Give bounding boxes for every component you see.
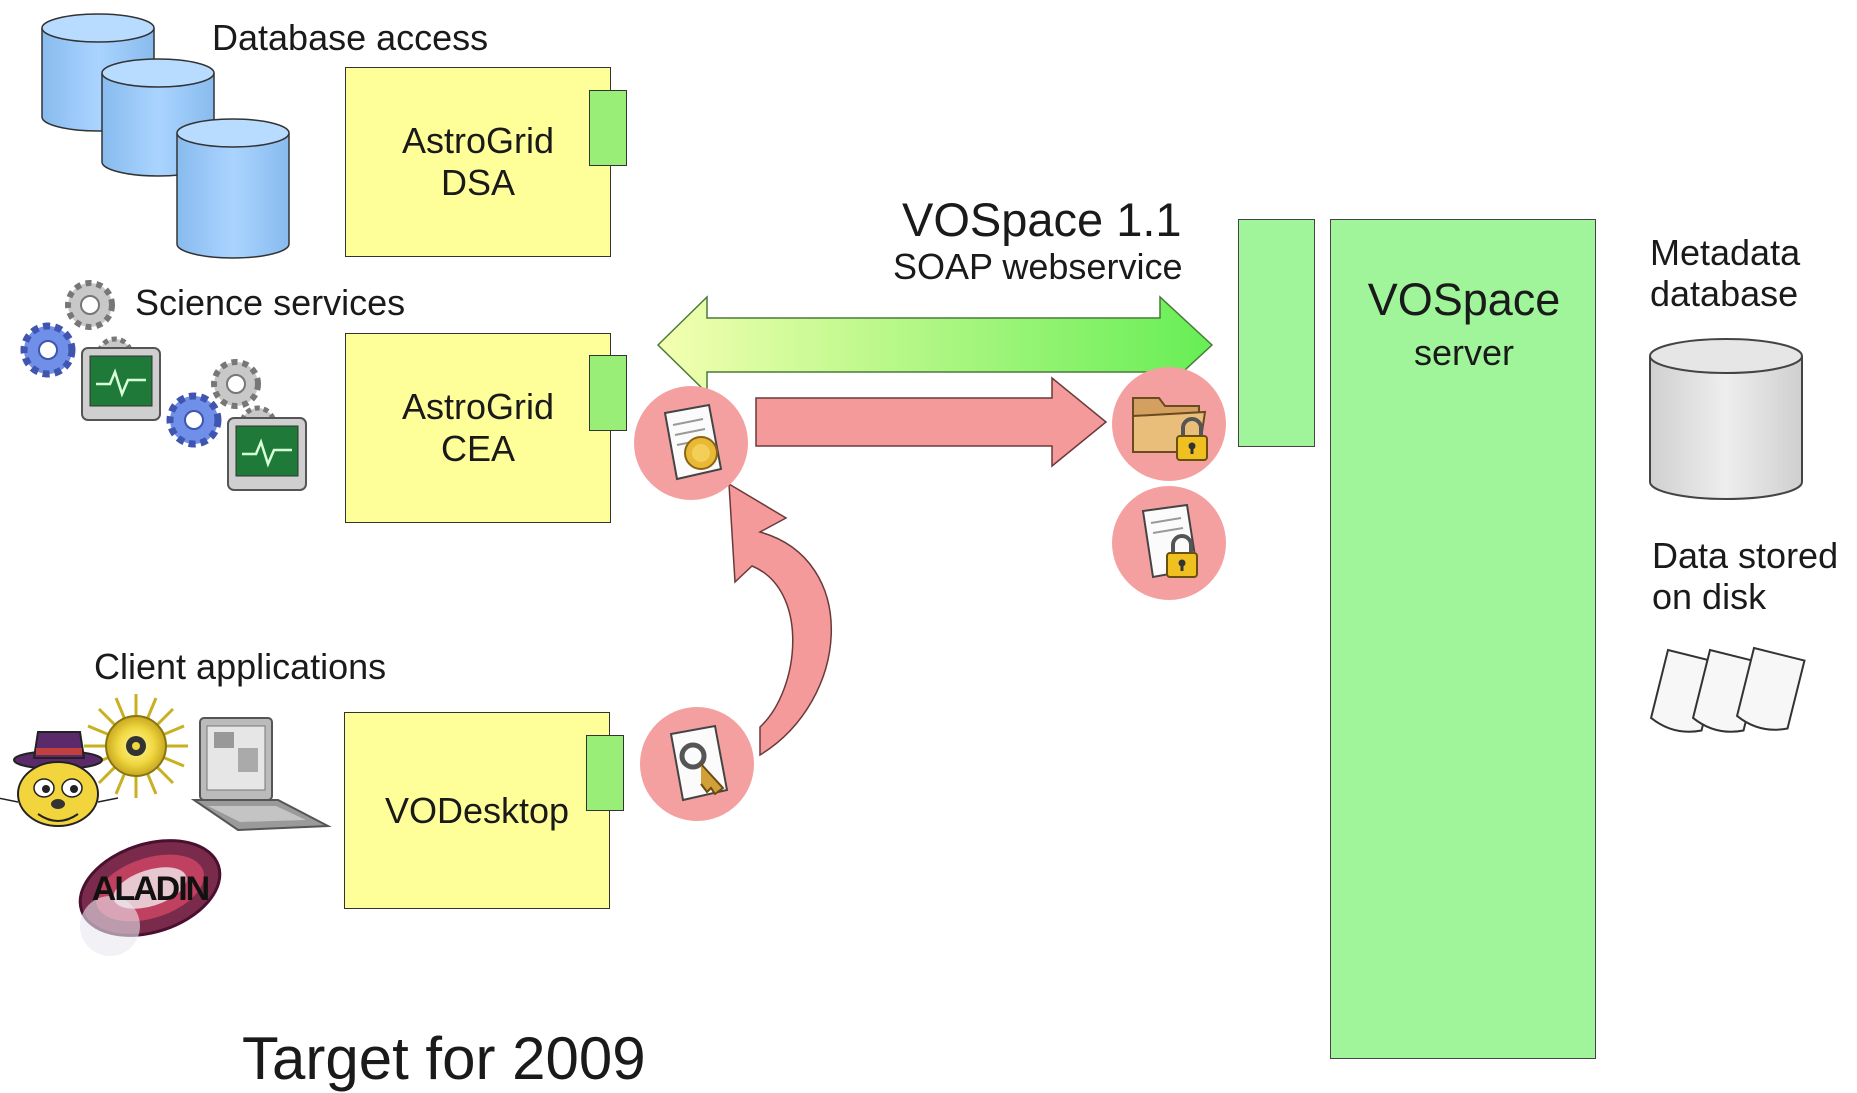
database-icon <box>41 13 290 259</box>
bottom-caption: Target for 2009 <box>242 1025 646 1092</box>
key-document-icon <box>669 724 729 802</box>
aladin-logo-icon: ALADIN <box>78 839 222 956</box>
datastored-label-line1: Data stored <box>1652 535 1839 576</box>
certificate-icon <box>663 403 723 481</box>
dsa-line1: AstroGrid <box>401 120 555 161</box>
vodesktop-box: VODesktop <box>344 712 610 909</box>
architecture-diagram: ALADIN <box>0 13 1839 1092</box>
client-applications-label: Client applications <box>94 646 387 687</box>
delegation-arrow <box>755 376 1108 468</box>
soap-double-arrow <box>656 295 1214 395</box>
gear-monitor-icon <box>20 280 307 491</box>
document-stack-icon <box>1649 646 1806 733</box>
datastored-label-line2: on disk <box>1652 576 1767 617</box>
curved-delegation-arrow <box>728 482 832 757</box>
cea-line1: AstroGrid <box>401 386 555 427</box>
vospace-subtitle: server <box>1413 332 1515 373</box>
diagram-graphics: ALADIN <box>0 13 1806 956</box>
database-access-label: Database access <box>212 17 489 58</box>
vodesktop-label: VODesktop <box>384 789 570 831</box>
astrogrid-cea-box: AstroGrid CEA <box>345 333 611 523</box>
locked-folder-icon <box>1132 397 1208 461</box>
vospace-title: VOSpace <box>1367 274 1561 325</box>
dsa-port <box>589 90 627 166</box>
locked-document-icon <box>1141 503 1199 579</box>
svg-text:ALADIN: ALADIN <box>92 870 209 908</box>
vodesktop-port <box>586 735 624 811</box>
laptop-icon <box>190 717 332 832</box>
dsa-line2: DSA <box>440 162 516 203</box>
vospace-port <box>1238 219 1315 447</box>
protocol-subtitle: SOAP webservice <box>893 246 1183 287</box>
metadata-database-icon <box>1649 338 1803 500</box>
cat-mascot-icon <box>0 731 119 827</box>
protocol-title: VOSpace 1.1 <box>902 193 1182 246</box>
metadata-label-line1: Metadata <box>1650 232 1801 273</box>
cea-line2: CEA <box>440 428 516 469</box>
vospace-server-box: VOSpace server <box>1330 219 1596 1059</box>
astrogrid-dsa-box: AstroGrid DSA <box>345 67 611 257</box>
cea-port <box>589 355 627 431</box>
sun-logo-icon <box>84 694 188 798</box>
metadata-label-line2: database <box>1650 273 1799 314</box>
science-services-label: Science services <box>135 282 406 323</box>
